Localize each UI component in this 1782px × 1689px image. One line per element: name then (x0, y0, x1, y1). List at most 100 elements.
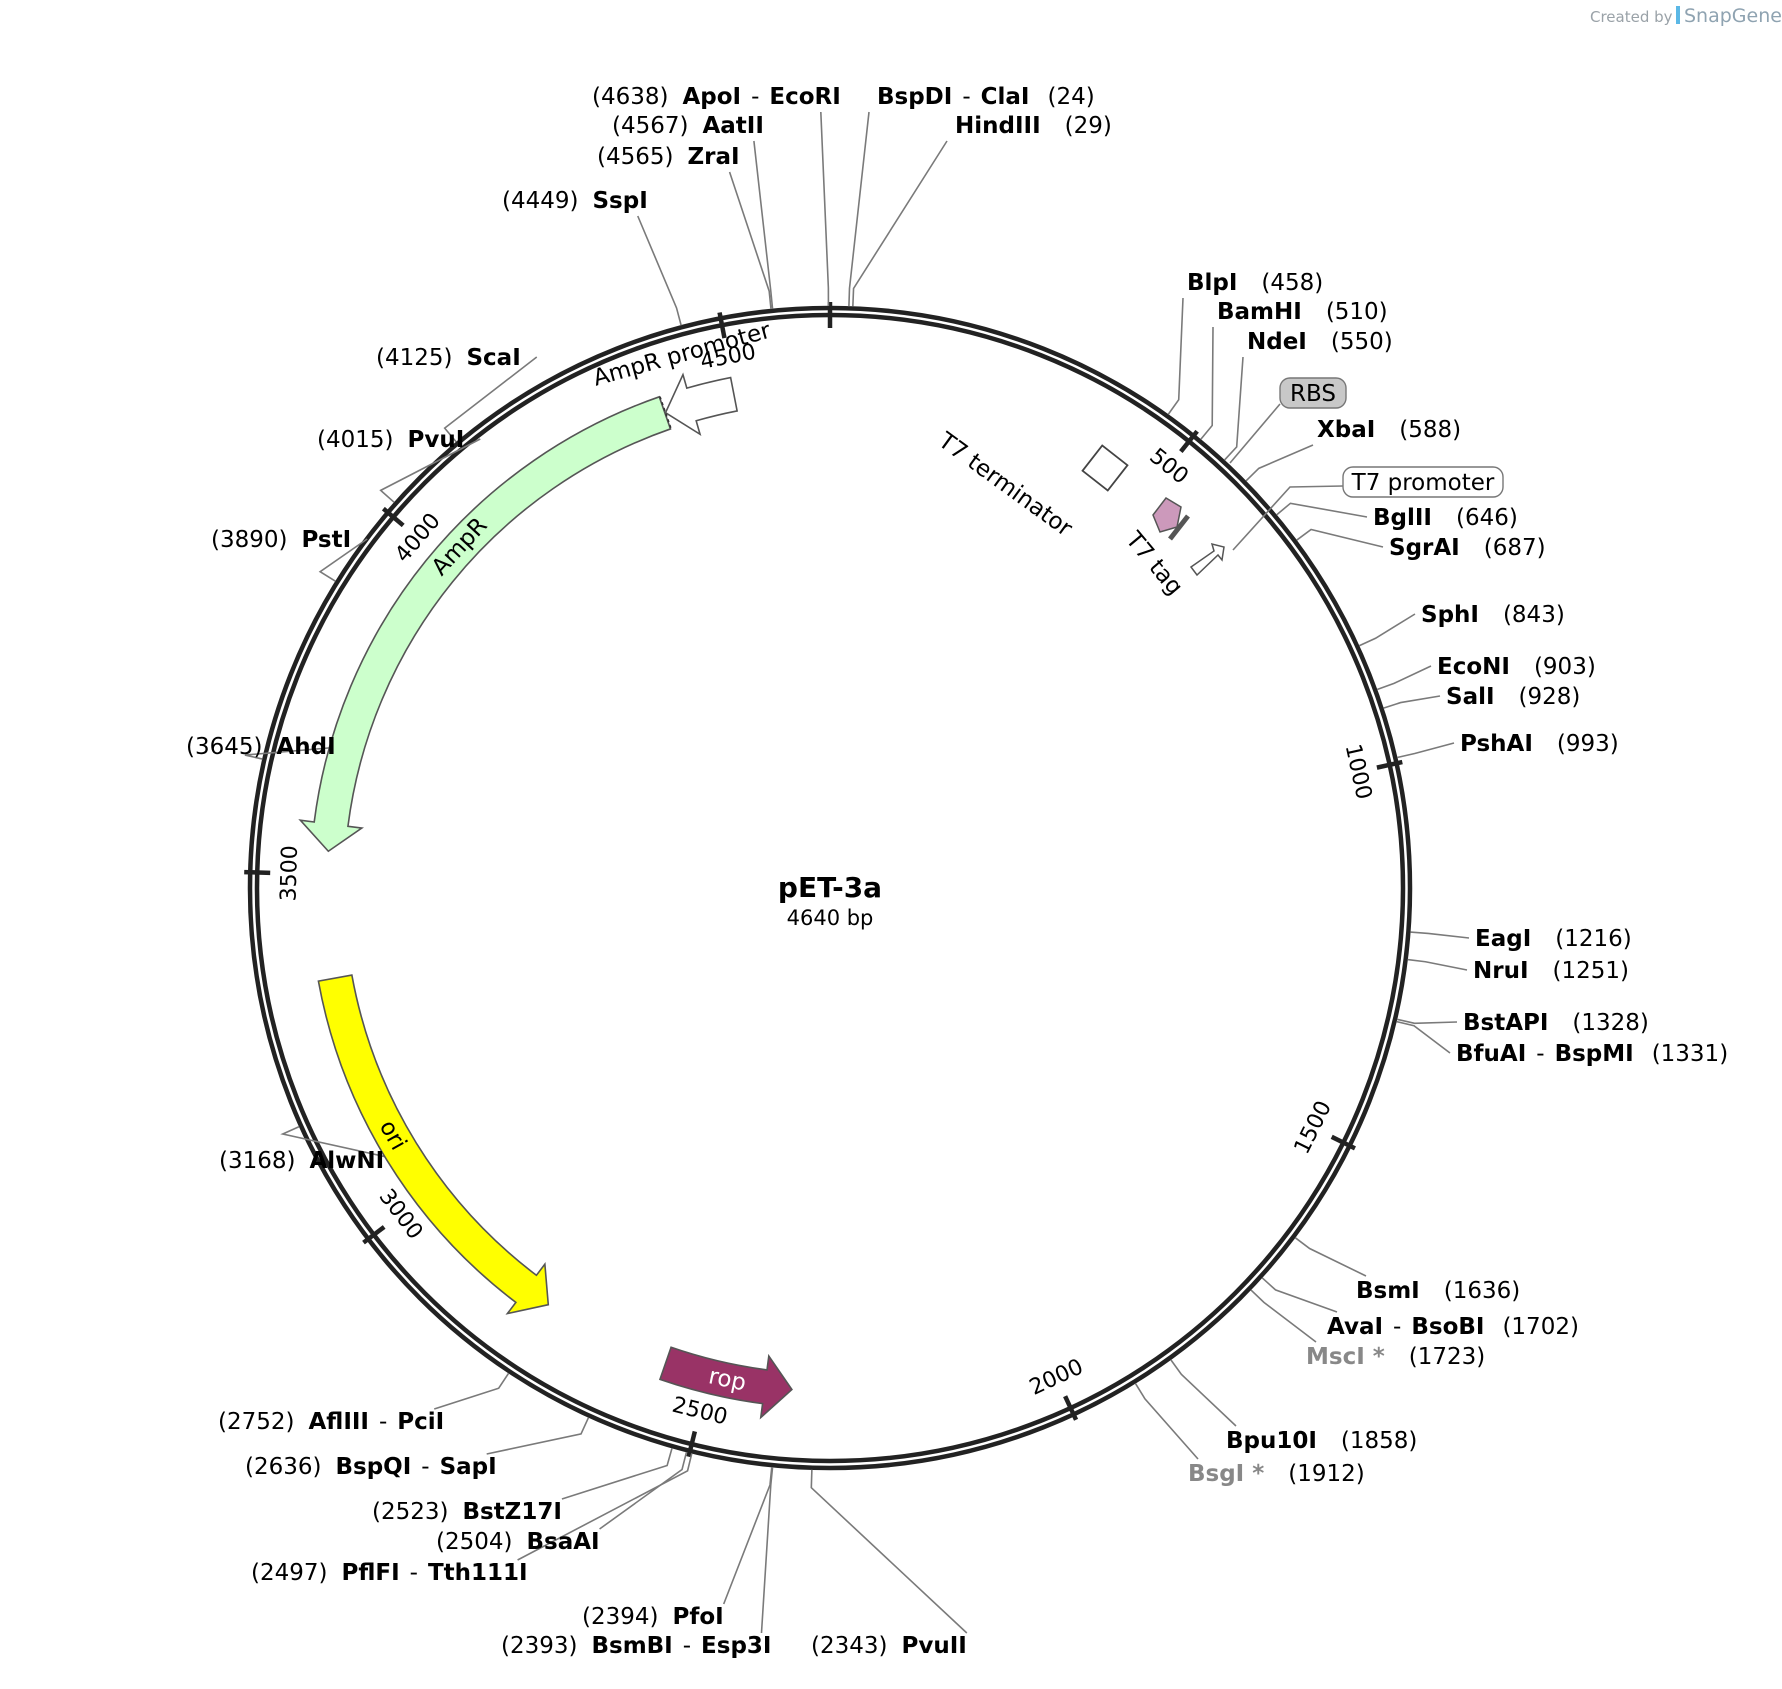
site-enz-33: BsmI (1356, 1278, 1420, 1304)
site-pos-34: (1702) (1502, 1314, 1578, 1340)
site-ahdi[interactable]: (3645)AhdI (186, 734, 336, 760)
site-dash-15: - (683, 1633, 691, 1659)
tick-label-5: 2500 (670, 1393, 730, 1431)
site-bglii[interactable]: BglII(646) (1373, 505, 1518, 531)
ampr-arrow[interactable] (298, 395, 672, 853)
t7-promoter-badge[interactable] (1342, 466, 1504, 498)
site-bsmbi[interactable]: (2393)BsmBI-Esp3I (501, 1633, 771, 1659)
site-pos-30: (1251) (1553, 958, 1629, 984)
site-bspqi[interactable]: (2636)BspQI-SapI (245, 1454, 497, 1480)
site-enz-6: PstI (301, 527, 351, 553)
site-bamhi[interactable]: BamHI(510) (1217, 299, 1388, 325)
site-enz-17: BspDI (877, 84, 952, 110)
site-blpi[interactable]: BlpI(458) (1187, 270, 1323, 296)
site-ndei[interactable]: NdeI(550) (1247, 329, 1393, 355)
site-pos-24: (687) (1484, 535, 1546, 561)
site-enz-1: AatII (702, 113, 763, 139)
site-aatii[interactable]: (4567)AatII (612, 113, 764, 139)
t7-terminator-label: T7 terminator (933, 427, 1078, 542)
site-bsmi[interactable]: BsmI (1636) (1356, 1278, 1520, 1304)
site-zrai[interactable]: (4565)ZraI (597, 144, 740, 170)
tick-3 (1330, 1134, 1356, 1151)
site-pos-0: (4638) (592, 84, 668, 110)
rbs-badge[interactable] (1279, 377, 1347, 409)
t7-terminator-shape[interactable] (1081, 444, 1129, 492)
site-enz-34: AvaI (1327, 1314, 1383, 1340)
site-enz-19: BlpI (1187, 270, 1237, 296)
site-enz-27: SalI (1446, 684, 1495, 710)
site-apoi[interactable]: (4638)ApoI-EcoRI (592, 84, 841, 110)
site-sgrai[interactable]: SgrAI(687) (1389, 535, 1546, 561)
rbs-label: RBS (1290, 381, 1336, 407)
site-bspdi[interactable]: BspDI-ClaI(24) (877, 84, 1095, 110)
site-pos-2: (4565) (597, 144, 673, 170)
t7-promoter-shape[interactable] (1189, 542, 1225, 577)
site-nrui[interactable]: NruI(1251) (1473, 958, 1629, 984)
plasmid-length: 4640 bp (787, 906, 874, 930)
t7-tag-shape[interactable] (1152, 497, 1182, 533)
t7-promoter-label: T7 promoter (1351, 470, 1495, 496)
site-pos-31: (1328) (1572, 1010, 1648, 1036)
site-econi[interactable]: EcoNI(903) (1437, 654, 1596, 680)
site-bstapi[interactable]: BstAPI (1328) (1463, 1010, 1649, 1036)
site-pos-14: (2394) (582, 1604, 658, 1630)
leader-1 (753, 140, 774, 309)
site-leader-lines (244, 111, 1470, 1634)
site-bpu10i[interactable]: Bpu10I(1858) (1226, 1428, 1417, 1454)
site-pos-29: (1216) (1555, 926, 1631, 952)
site-pos-9: (2752) (218, 1409, 294, 1435)
site-dash-13: - (410, 1560, 418, 1586)
site-sali[interactable]: SalI (928) (1446, 684, 1580, 710)
site-enz-20: BamHI (1217, 299, 1302, 325)
site-dash-17: - (962, 84, 970, 110)
leader-34 (1261, 1277, 1338, 1313)
site-pvuii[interactable]: (2343)PvuII (811, 1633, 967, 1659)
site-enz-16: PvuII (901, 1633, 966, 1659)
ampr-promoter-arrow[interactable] (664, 372, 739, 437)
site-dash-34: - (1393, 1314, 1401, 1340)
site-enz-31: BstAPI (1463, 1010, 1548, 1036)
site-sspi[interactable]: (4449)SspI (502, 188, 648, 214)
site-avai[interactable]: AvaI-BsoBI (1702) (1327, 1314, 1579, 1340)
leader-6 (318, 538, 368, 582)
site-pos-21: (550) (1331, 329, 1393, 355)
site-dash-9: - (379, 1409, 387, 1435)
site-pfoi[interactable]: (2394)PfoI (582, 1604, 724, 1630)
site-hindiii[interactable]: HindIII(29) (955, 113, 1112, 139)
site-pos-15: (2393) (501, 1633, 577, 1659)
site-eagi[interactable]: EagI(1216) (1475, 926, 1632, 952)
site-scai[interactable]: (4125)ScaI (376, 345, 521, 371)
site-enz-5: PvuI (407, 427, 464, 453)
site-pvui[interactable]: (4015)PvuI (317, 427, 464, 453)
site-bsaai[interactable]: (2504)BsaAI (436, 1529, 600, 1555)
site-pos-32: (1331) (1652, 1041, 1728, 1067)
site-enz2-34: BsoBI (1411, 1314, 1484, 1340)
site-msci[interactable]: MscI *(1723) (1306, 1344, 1485, 1370)
site-bfuai[interactable]: BfuAI-BspMI(1331) (1456, 1041, 1728, 1067)
leader-37 (1134, 1382, 1199, 1460)
site-pos-27: (928) (1519, 684, 1581, 710)
ori-arrow[interactable] (317, 974, 550, 1315)
leader-7 (244, 745, 352, 760)
tick-4 (1063, 1395, 1079, 1421)
site-pos-17: (24) (1047, 84, 1094, 110)
snapgene-credit: Created by SnapGene (1590, 5, 1782, 27)
site-pflfi[interactable]: (2497)PflFI-Tth111I (251, 1560, 528, 1586)
leader-8 (280, 1125, 401, 1161)
site-xbai[interactable]: XbaI(588) (1317, 417, 1461, 443)
site-pos-33: (1636) (1444, 1278, 1520, 1304)
leader-25 (1358, 613, 1416, 647)
leader-21 (1223, 356, 1244, 461)
site-bstz17i[interactable]: (2523)BstZ17I (372, 1499, 562, 1525)
site-pos-12: (2504) (436, 1529, 512, 1555)
leader-29 (1410, 931, 1470, 939)
site-afliii[interactable]: (2752)AflIII-PciI (218, 1409, 444, 1435)
rop-arrow[interactable] (658, 1346, 793, 1420)
site-sphi[interactable]: SphI(843) (1421, 602, 1565, 628)
site-pos-22: (588) (1399, 417, 1461, 443)
site-psti[interactable]: (3890)PstI (211, 527, 351, 553)
site-alwni[interactable]: (3168)AlwNI (219, 1148, 384, 1174)
site-pshai[interactable]: PshAI(993) (1460, 731, 1619, 757)
site-bsgi[interactable]: BsgI *(1912) (1188, 1461, 1365, 1487)
